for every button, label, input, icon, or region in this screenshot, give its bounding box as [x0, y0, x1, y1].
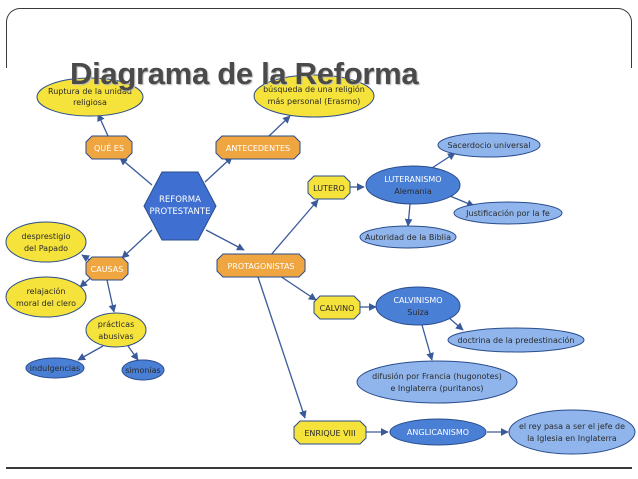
- node-luteranismo: LUTERANISMO Alemania: [365, 165, 461, 205]
- node-relajacion: relajación moral del clero: [5, 276, 87, 318]
- node-protagonistas: PROTAGONISTAS: [216, 253, 306, 278]
- svg-text:QUÉ ES: QUÉ ES: [94, 142, 124, 153]
- edge-practicas-indulgencias: [77, 345, 104, 361]
- edge-luteranismo-justificacion: [449, 195, 475, 207]
- node-desprestigio: desprestigio del Papado: [5, 221, 87, 263]
- svg-text:CALVINO: CALVINO: [320, 304, 355, 313]
- svg-text:el rey pasa a ser el jefe de: el rey pasa a ser el jefe de: [519, 422, 625, 431]
- page-title: Diagrama de la Reforma: [70, 56, 419, 91]
- edge-practicas-simonias: [127, 345, 139, 361]
- edge-protagonistas-calvino: [279, 275, 317, 301]
- edge-reforma-antecedentes: [204, 156, 233, 183]
- edge-quees-ruptura: [97, 113, 109, 137]
- node-indulgencias: indulgencias: [25, 357, 85, 379]
- node-simonias: simonías: [121, 359, 165, 381]
- node-busqueda: búsqueda de una religión más personal (E…: [253, 74, 375, 118]
- svg-text:prácticas: prácticas: [98, 320, 135, 329]
- node-calvino: CALVINO: [313, 295, 361, 320]
- svg-text:abusivas: abusivas: [98, 332, 133, 341]
- svg-text:CAUSAS: CAUSAS: [91, 265, 124, 274]
- node-rey-jefe-iglesia: el rey pasa a ser el jefe de la Iglesia …: [508, 409, 636, 455]
- edge-reforma-protagonistas: [205, 229, 245, 251]
- svg-text:del Papado: del Papado: [24, 244, 68, 253]
- connectors: [77, 113, 509, 436]
- svg-text:búsqueda de una religión: búsqueda de una religión: [263, 84, 365, 94]
- svg-text:la Iglesia en Inglaterra: la Iglesia en Inglaterra: [527, 434, 617, 443]
- edge-protagonistas-lutero: [269, 199, 319, 257]
- svg-text:Justificación por la fe: Justificación por la fe: [465, 208, 550, 218]
- svg-text:ENRIQUE VIII: ENRIQUE VIII: [304, 429, 355, 438]
- node-autoridad-biblia: Autoridad de la Biblia: [359, 225, 457, 249]
- svg-text:Ruptura de la unidad: Ruptura de la unidad: [48, 87, 132, 96]
- svg-text:LUTERO: LUTERO: [313, 184, 345, 193]
- node-sacerdocio-universal: Sacerdocio universal: [437, 132, 541, 158]
- edge-protagonistas-enrique: [257, 276, 307, 419]
- node-lutero: LUTERO: [307, 175, 351, 200]
- node-difusion: difusión por Francia (hugonotes) e Ingla…: [356, 360, 518, 404]
- svg-text:doctrina de la predestinación: doctrina de la predestinación: [458, 335, 575, 345]
- svg-text:indulgencias: indulgencias: [30, 364, 80, 373]
- slide-frame-top: [6, 8, 632, 68]
- node-calvinismo: CALVINISMO Suiza: [375, 286, 461, 326]
- edge-causas-practicas: [106, 279, 117, 313]
- node-predestinacion: doctrina de la predestinación: [447, 327, 585, 353]
- svg-text:ANGLICANISMO: ANGLICANISMO: [407, 428, 469, 437]
- edge-calvinismo-predestinacion: [447, 316, 464, 331]
- svg-text:PROTESTANTE: PROTESTANTE: [150, 207, 211, 217]
- svg-text:Autoridad de la Biblia: Autoridad de la Biblia: [365, 233, 451, 242]
- slide-frame-bottom: [6, 467, 632, 469]
- node-ruptura: Ruptura de la unidad religiosa: [36, 77, 144, 117]
- svg-text:más personal (Erasmo): más personal (Erasmo): [268, 97, 361, 106]
- svg-text:LUTERANISMO: LUTERANISMO: [384, 175, 441, 184]
- node-enrique-viii: ENRIQUE VIII: [293, 420, 367, 445]
- edge-antecedentes-busqueda: [267, 115, 291, 138]
- svg-text:CALVINISMO: CALVINISMO: [393, 296, 442, 305]
- edge-reforma-causas: [121, 229, 153, 259]
- svg-text:PROTAGONISTAS: PROTAGONISTAS: [227, 262, 294, 271]
- svg-text:moral del clero: moral del clero: [16, 299, 76, 308]
- svg-text:relajación: relajación: [27, 286, 66, 296]
- node-justificacion: Justificación por la fe: [453, 201, 563, 225]
- svg-text:e Inglaterra (puritanos): e Inglaterra (puritanos): [390, 384, 483, 393]
- node-practicas-abusivas: prácticas abusivas: [85, 312, 147, 348]
- svg-text:simonías: simonías: [125, 366, 160, 375]
- node-anglicanismo: ANGLICANISMO: [389, 418, 487, 446]
- svg-text:REFORMA: REFORMA: [159, 195, 201, 205]
- edge-calvinismo-difusion: [421, 324, 434, 361]
- svg-text:Alemania: Alemania: [394, 187, 432, 196]
- svg-text:ANTECEDENTES: ANTECEDENTES: [226, 144, 290, 153]
- svg-text:Suiza: Suiza: [407, 308, 429, 317]
- svg-text:Sacerdocio universal: Sacerdocio universal: [447, 141, 530, 150]
- svg-text:difusión por Francia (hugonote: difusión por Francia (hugonotes): [372, 371, 502, 381]
- edge-luteranismo-autoridad: [404, 203, 413, 227]
- node-reforma-protestante: REFORMA PROTESTANTE: [143, 171, 217, 241]
- node-antecedentes: ANTECEDENTES: [215, 135, 301, 160]
- node-causas: CAUSAS: [85, 256, 129, 281]
- edge-reforma-quees: [119, 157, 153, 186]
- node-que-es: QUÉ ES: [85, 135, 133, 160]
- svg-text:desprestigio: desprestigio: [21, 232, 70, 241]
- svg-text:religiosa: religiosa: [73, 98, 107, 107]
- edge-luteranismo-sacerdocio: [431, 152, 456, 169]
